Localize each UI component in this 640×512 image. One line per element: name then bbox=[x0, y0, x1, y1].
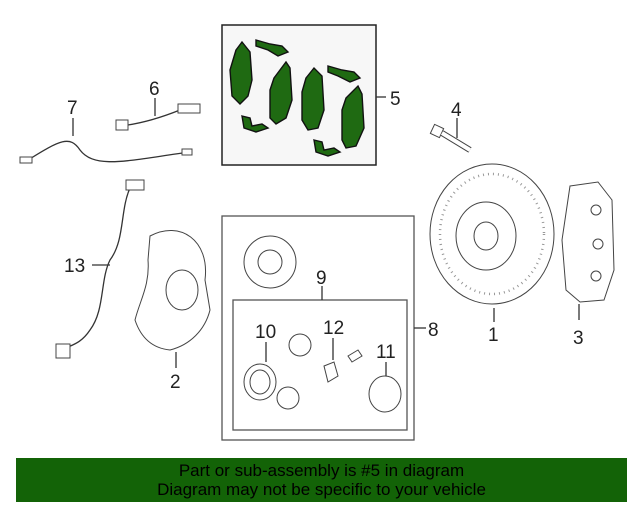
cap-part-11[interactable]: 11 bbox=[368, 342, 402, 413]
callout-2: 2 bbox=[170, 372, 181, 393]
seal-part-10[interactable]: 10 bbox=[243, 322, 277, 401]
callout-13: 13 bbox=[64, 256, 85, 277]
bearing-kit-part-9[interactable]: 9 bbox=[232, 268, 408, 431]
callout-12: 12 bbox=[323, 318, 344, 339]
callout-6: 6 bbox=[149, 79, 160, 100]
callout-10: 10 bbox=[255, 322, 276, 343]
brake-caliper-part-3[interactable]: 3 bbox=[561, 181, 615, 349]
callout-7: 7 bbox=[67, 98, 78, 119]
brake-pad-set-part-5[interactable]: 5 bbox=[221, 24, 401, 166]
splash-shield-part-2[interactable]: 2 bbox=[134, 230, 211, 393]
callout-8: 8 bbox=[428, 320, 439, 341]
callout-11: 11 bbox=[376, 342, 396, 363]
info-banner: Part or sub-assembly is #5 in diagram Di… bbox=[16, 458, 627, 502]
abs-sensor-part-13[interactable]: 13 bbox=[55, 179, 145, 359]
banner-line-2: Diagram may not be specific to your vehi… bbox=[157, 480, 486, 499]
callout-4: 4 bbox=[451, 100, 462, 121]
callout-5: 5 bbox=[390, 89, 401, 110]
bolt-part-4[interactable]: 4 bbox=[429, 100, 472, 153]
callout-9: 9 bbox=[316, 268, 327, 289]
wear-sensor-part-6[interactable]: 6 bbox=[115, 79, 201, 131]
wear-sensor-part-7[interactable]: 7 bbox=[19, 98, 193, 164]
brake-rotor-part-1[interactable]: 1 bbox=[429, 163, 555, 346]
banner-line-1: Part or sub-assembly is #5 in diagram bbox=[178, 461, 465, 480]
hub-assembly-part-8[interactable]: 8 bbox=[221, 215, 439, 441]
sensor-part-12[interactable]: 12 bbox=[323, 318, 363, 383]
callout-1: 1 bbox=[488, 325, 499, 346]
callout-3: 3 bbox=[573, 328, 584, 349]
